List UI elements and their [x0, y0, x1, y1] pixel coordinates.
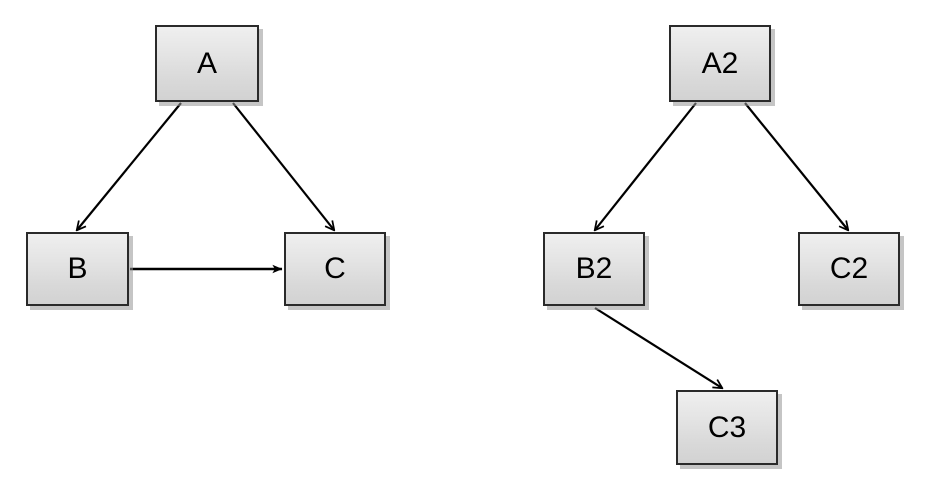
edge-a-to-b[interactable] [77, 102, 182, 230]
node-label: C [324, 252, 346, 285]
node-label: C2 [829, 252, 869, 285]
node-c3[interactable]: C3 [676, 390, 778, 465]
node-label: C3 [707, 410, 747, 444]
node-a2[interactable]: A2 [669, 25, 771, 102]
edges-group [77, 102, 848, 388]
node-c2[interactable]: C2 [798, 232, 900, 306]
node-label: B [67, 252, 88, 285]
node-a[interactable]: A [155, 25, 259, 102]
node-c[interactable]: C [284, 232, 386, 306]
node-label: A [196, 46, 217, 80]
node-label: A2 [701, 46, 739, 80]
edge-a-to-c[interactable] [232, 102, 334, 230]
node-b2[interactable]: B2 [543, 232, 645, 306]
edge-a2-to-c2[interactable] [744, 102, 848, 230]
edge-a2-to-b2[interactable] [595, 102, 697, 230]
node-label: B2 [575, 252, 613, 285]
edge-b2-to-c3[interactable] [594, 307, 722, 388]
node-b[interactable]: B [26, 232, 129, 306]
